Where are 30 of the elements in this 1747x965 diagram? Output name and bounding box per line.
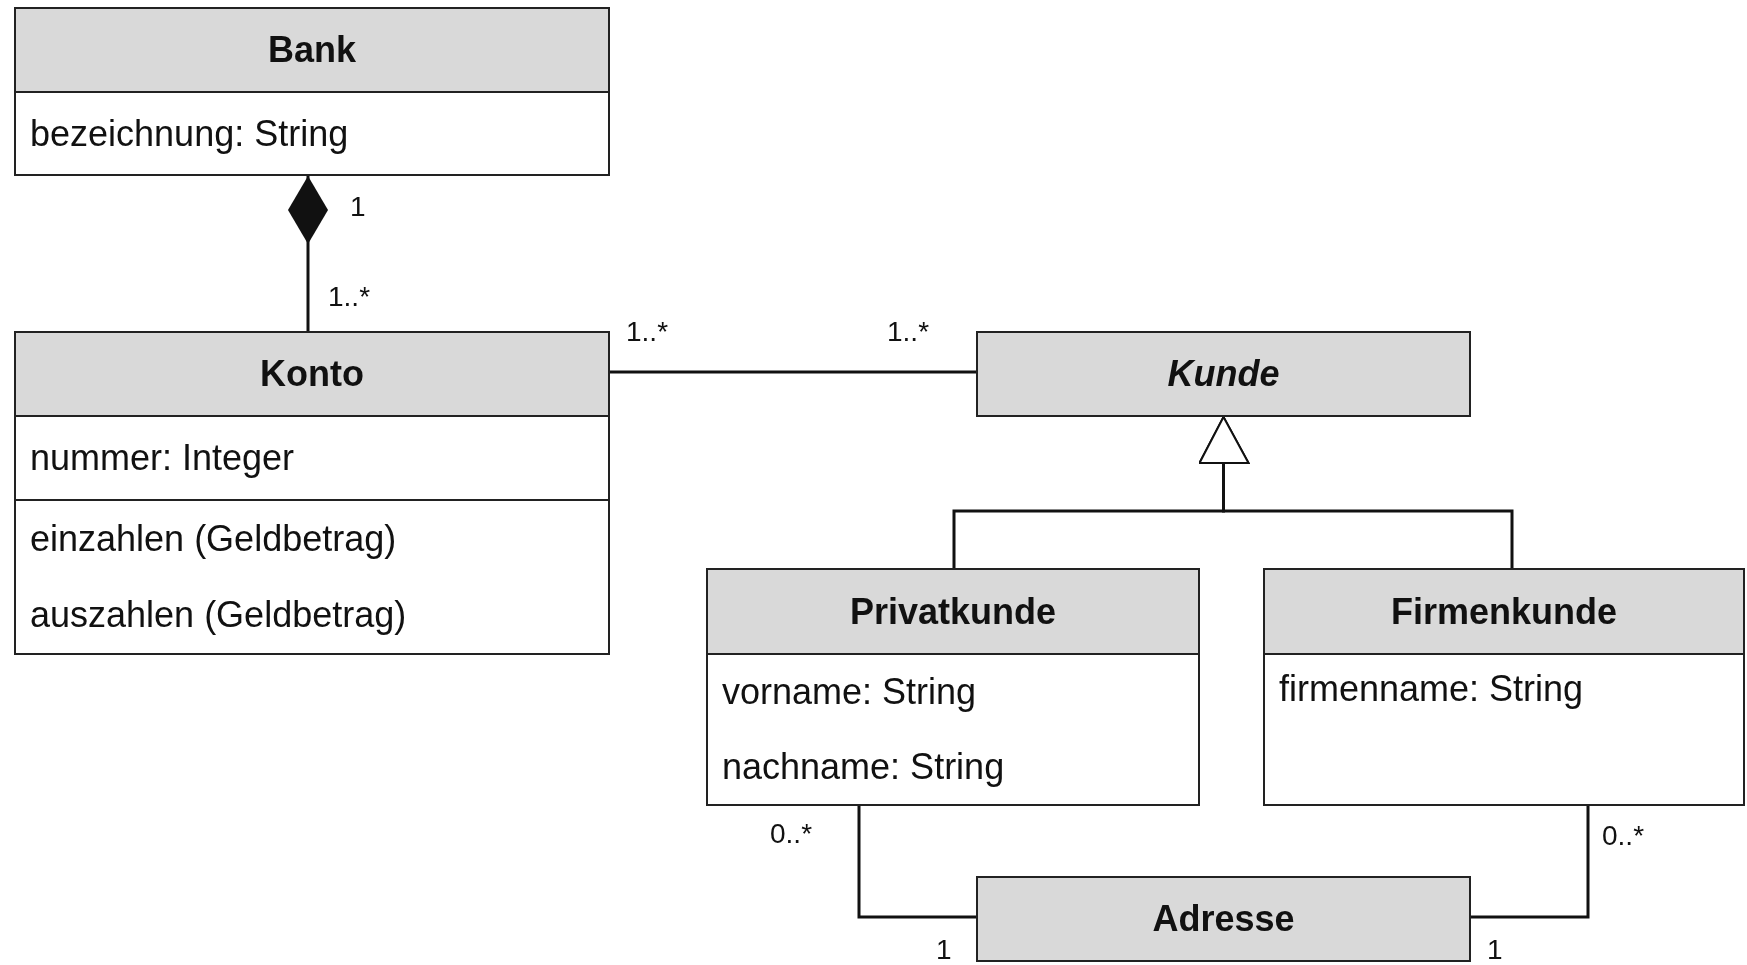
attribute-text: bezeichnung: String: [30, 113, 350, 154]
class-box: [1263, 568, 1745, 806]
operation-text: einzahlen (Geldbetrag): [30, 519, 398, 559]
class-name: Bank: [268, 30, 356, 70]
multiplicity-label: 1: [936, 936, 952, 964]
association-line: [1471, 806, 1590, 919]
class-name: Privatkunde: [849, 591, 1057, 632]
attribute-text: nummer: Integer: [30, 438, 296, 478]
class-box: [14, 7, 610, 176]
multiplicity-label: 1..*: [887, 318, 930, 346]
attribute-text: nachname: String: [722, 746, 1006, 787]
multiplicity-label: 0..*: [1602, 822, 1645, 850]
multiplicity-label: 1..*: [328, 283, 371, 311]
composition-line: [288, 176, 328, 331]
attribute-text: firmenname: String: [1279, 669, 1585, 709]
multiplicity-label: 1: [1487, 936, 1503, 964]
association-line: [610, 370, 976, 374]
multiplicity-label: 1: [350, 193, 366, 221]
class-name: Firmenkunde: [1390, 591, 1617, 632]
attribute-text: vorname: String: [722, 672, 978, 713]
class-name: Adresse: [1152, 899, 1295, 939]
class-box: [706, 568, 1200, 806]
class-name: Kunde: [1167, 354, 1280, 394]
class-name: Konto: [260, 354, 364, 394]
operation-text: auszahlen (Geldbetrag): [30, 595, 408, 635]
class-box: [14, 331, 610, 655]
association-line: [857, 806, 976, 919]
multiplicity-label: 1..*: [626, 318, 669, 346]
multiplicity-label: 0..*: [770, 820, 813, 848]
generalization-arrow: [1198, 416, 1514, 568]
